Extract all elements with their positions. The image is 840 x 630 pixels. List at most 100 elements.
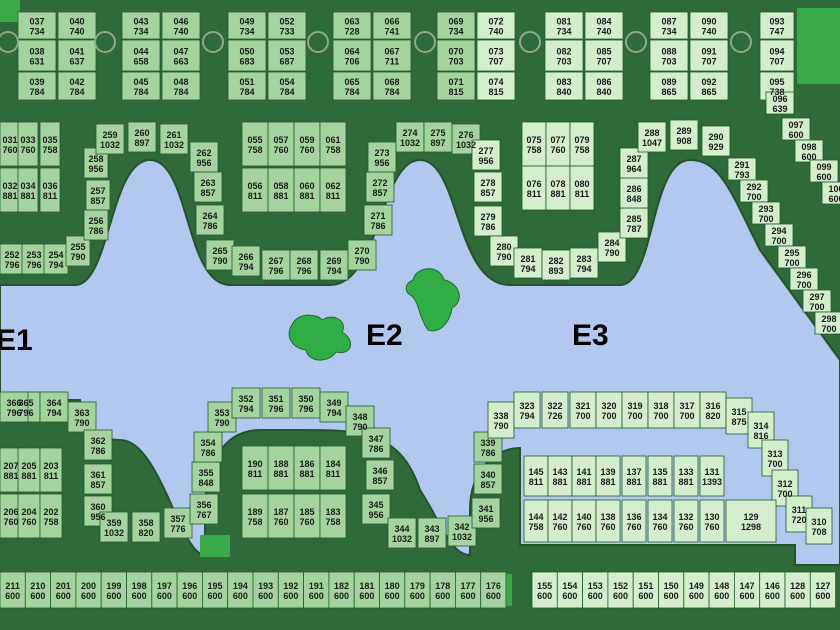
- lot-357[interactable]: [163, 507, 193, 539]
- lot-255[interactable]: [65, 235, 91, 267]
- lot-366[interactable]: [0, 391, 29, 423]
- lot-183[interactable]: [319, 493, 347, 539]
- lot-046[interactable]: [161, 11, 201, 40]
- lot-075[interactable]: [521, 121, 547, 167]
- lot-057[interactable]: [267, 121, 295, 167]
- lot-254[interactable]: [43, 243, 69, 275]
- lot-135[interactable]: [647, 455, 673, 497]
- lot-083[interactable]: [544, 71, 584, 101]
- lot-139[interactable]: [595, 455, 621, 497]
- lot-191[interactable]: [303, 571, 330, 609]
- lot-192[interactable]: [277, 571, 304, 609]
- lot-045[interactable]: [121, 71, 161, 101]
- lot-070[interactable]: [436, 39, 476, 72]
- lot-072[interactable]: [476, 11, 516, 40]
- lot-137[interactable]: [621, 455, 647, 497]
- lot-344[interactable]: [387, 517, 417, 549]
- lot-179[interactable]: [404, 571, 431, 609]
- lot-355[interactable]: [191, 461, 221, 493]
- lot-155[interactable]: [531, 571, 558, 609]
- lot-351[interactable]: [261, 387, 291, 419]
- lot-034[interactable]: [17, 167, 39, 213]
- lot-133[interactable]: [673, 455, 699, 497]
- lot-089[interactable]: [649, 71, 689, 101]
- lot-076[interactable]: [521, 165, 547, 211]
- lot-132[interactable]: [673, 499, 699, 543]
- lot-342[interactable]: [447, 515, 477, 547]
- lot-203[interactable]: [39, 447, 63, 493]
- lot-271[interactable]: [363, 204, 393, 236]
- lot-074[interactable]: [476, 71, 516, 101]
- lot-187[interactable]: [267, 493, 295, 539]
- lot-185[interactable]: [293, 493, 321, 539]
- lot-063[interactable]: [332, 11, 372, 40]
- lot-065[interactable]: [332, 71, 372, 101]
- lot-080[interactable]: [569, 165, 595, 211]
- lot-180[interactable]: [379, 571, 406, 609]
- lot-310[interactable]: [805, 507, 833, 545]
- lot-352[interactable]: [231, 387, 261, 419]
- lot-138[interactable]: [595, 499, 621, 543]
- lot-256[interactable]: [83, 209, 109, 241]
- lot-039[interactable]: [17, 71, 57, 101]
- lot-041[interactable]: [57, 39, 97, 72]
- lot-290[interactable]: [701, 125, 731, 157]
- lot-087[interactable]: [649, 11, 689, 40]
- lot-068[interactable]: [372, 71, 412, 101]
- lot-202[interactable]: [39, 493, 63, 539]
- lot-264[interactable]: [195, 204, 225, 236]
- lot-129[interactable]: [725, 499, 777, 543]
- lot-322[interactable]: [541, 391, 569, 429]
- lot-341[interactable]: [471, 497, 501, 529]
- lot-358[interactable]: [131, 511, 161, 543]
- lot-259[interactable]: [95, 123, 125, 155]
- lot-273[interactable]: [367, 141, 397, 173]
- lot-081[interactable]: [544, 11, 584, 40]
- lot-086[interactable]: [584, 71, 624, 101]
- lot-067[interactable]: [372, 39, 412, 72]
- lot-069[interactable]: [436, 11, 476, 40]
- lot-084[interactable]: [584, 11, 624, 40]
- lot-210[interactable]: [24, 571, 51, 609]
- lot-136[interactable]: [621, 499, 647, 543]
- lot-184[interactable]: [319, 445, 347, 491]
- lot-082[interactable]: [544, 39, 584, 72]
- lot-349[interactable]: [319, 391, 349, 423]
- lot-282[interactable]: [541, 249, 571, 281]
- lot-260[interactable]: [127, 121, 157, 153]
- lot-093[interactable]: [759, 11, 795, 40]
- lot-154[interactable]: [556, 571, 583, 609]
- lot-194[interactable]: [227, 571, 254, 609]
- lot-289[interactable]: [669, 119, 699, 151]
- lot-047[interactable]: [161, 39, 201, 72]
- lot-130[interactable]: [699, 499, 725, 543]
- lot-038[interactable]: [17, 39, 57, 72]
- lot-199[interactable]: [100, 571, 127, 609]
- lot-050[interactable]: [227, 39, 267, 72]
- lot-279[interactable]: [473, 205, 503, 237]
- lot-151[interactable]: [632, 571, 659, 609]
- lot-196[interactable]: [176, 571, 203, 609]
- lot-088[interactable]: [649, 39, 689, 72]
- lot-261[interactable]: [159, 123, 189, 155]
- lot-064[interactable]: [332, 39, 372, 72]
- lot-354[interactable]: [193, 431, 223, 463]
- lot-049[interactable]: [227, 11, 267, 40]
- lot-149[interactable]: [683, 571, 710, 609]
- lot-361[interactable]: [83, 463, 113, 495]
- lot-054[interactable]: [267, 71, 307, 101]
- lot-062[interactable]: [319, 167, 347, 213]
- lot-268[interactable]: [289, 249, 319, 281]
- lot-043[interactable]: [121, 11, 161, 40]
- lot-056[interactable]: [241, 167, 269, 213]
- lot-340[interactable]: [473, 463, 503, 495]
- lot-152[interactable]: [607, 571, 634, 609]
- lot-094[interactable]: [759, 39, 795, 72]
- lot-274[interactable]: [395, 121, 425, 153]
- lot-272[interactable]: [365, 171, 395, 203]
- lot-211[interactable]: [0, 571, 26, 609]
- lot-323[interactable]: [513, 391, 541, 429]
- lot-343[interactable]: [417, 517, 447, 549]
- lot-055[interactable]: [241, 121, 269, 167]
- lot-091[interactable]: [689, 39, 729, 72]
